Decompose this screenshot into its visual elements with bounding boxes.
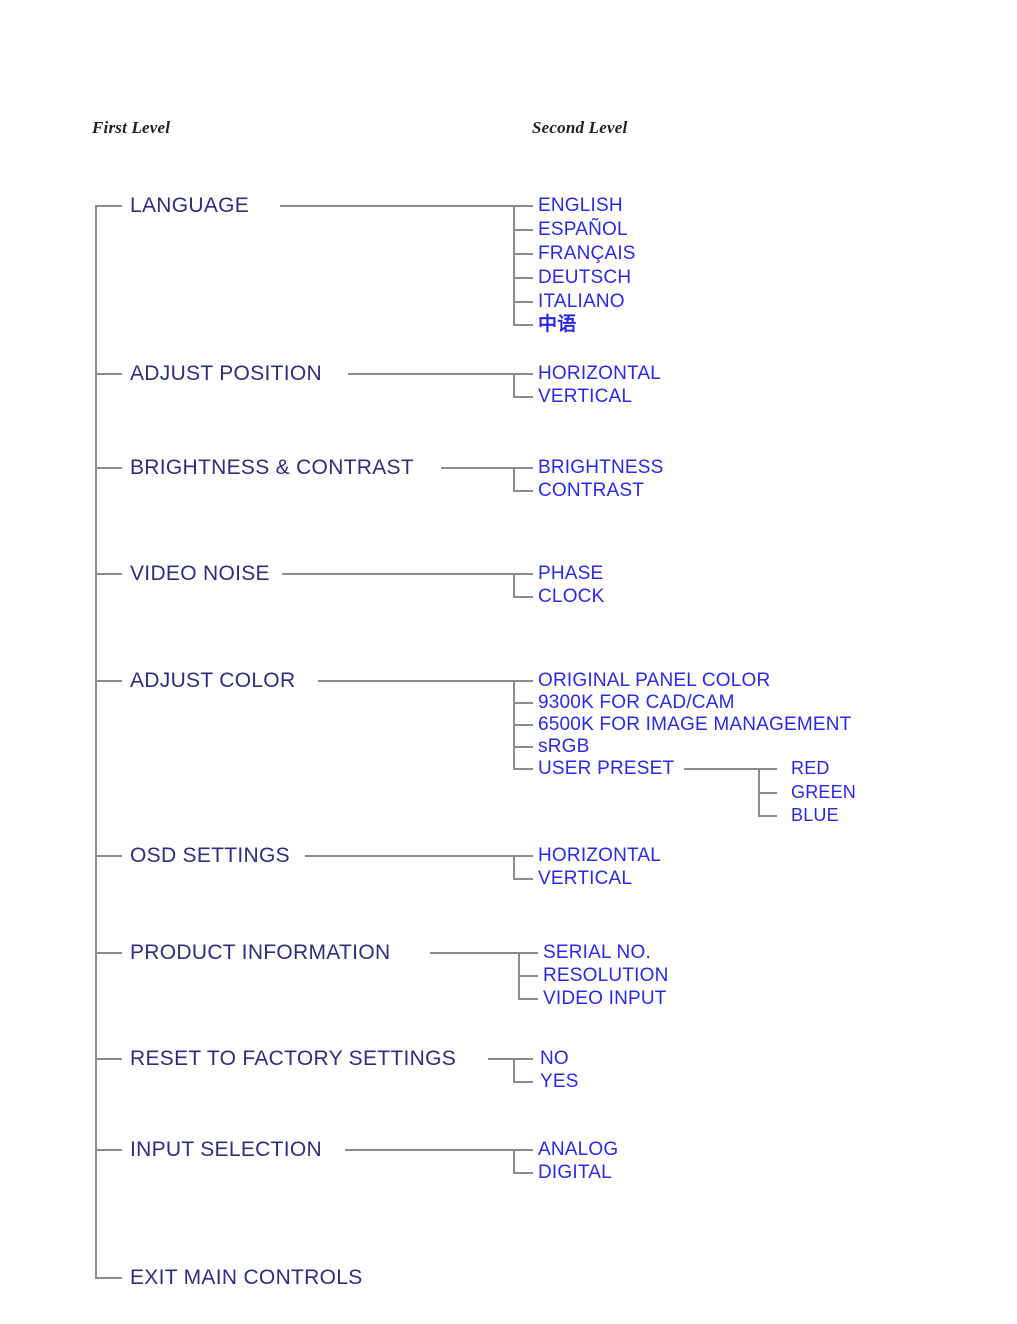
menu-item-6500k-image-management[interactable]: 6500K FOR IMAGE MANAGEMENT [538,714,852,735]
menu-item-blue[interactable]: BLUE [791,805,839,825]
connector-language [280,205,514,207]
menu-item-brightness[interactable]: BRIGHTNESS [538,457,664,478]
branch-stub-espanol [513,229,533,231]
menu-item-9300k-cad-cam[interactable]: 9300K FOR CAD/CAM [538,692,735,713]
branch-stub-video-input [518,998,538,1000]
branch-stub-chinese [513,324,533,326]
branch-stub-contrast [513,490,533,492]
menu-item-francais[interactable]: FRANÇAIS [538,243,636,264]
trunk-stub-exit-main-controls [95,1277,122,1279]
menu-item-language[interactable]: LANGUAGE [130,194,250,217]
branch-vertical-language [513,205,515,324]
menu-item-serial-no[interactable]: SERIAL NO. [543,942,651,963]
branch-stub-user-preset [513,768,533,770]
connector-osd-settings [305,855,514,857]
branch-stub-english [513,205,533,207]
menu-item-osd-vertical[interactable]: VERTICAL [538,868,633,889]
menu-item-chinese[interactable]: 中语 [538,314,577,335]
branch-stub-yes [513,1081,533,1083]
menu-item-yes[interactable]: YES [540,1071,579,1092]
trunk-stub-reset-factory [95,1058,122,1060]
branch-stub-resolution [518,975,538,977]
trunk-vertical-line [95,206,97,1278]
branch-vertical-osd-settings [513,855,515,879]
branch-vertical-brightness-contrast [513,467,515,491]
menu-item-no[interactable]: NO [540,1048,569,1069]
branch-stub-6500k [513,724,533,726]
menu-item-input-selection[interactable]: INPUT SELECTION [130,1138,322,1161]
branch-vertical-input-selection [513,1149,515,1173]
connector-input-selection [345,1149,514,1151]
branch-stub-osd-vertical [513,878,533,880]
menu-item-deutsch[interactable]: DEUTSCH [538,267,632,288]
menu-item-resolution[interactable]: RESOLUTION [543,965,669,986]
trunk-stub-language [95,205,122,207]
menu-item-red[interactable]: RED [791,758,830,778]
branch-stub-brightness [513,467,533,469]
menu-item-user-preset[interactable]: USER PRESET [538,758,675,779]
branch-stub-deutsch [513,277,533,279]
menu-item-adjust-color[interactable]: ADJUST COLOR [130,669,296,692]
menu-item-product-information[interactable]: PRODUCT INFORMATION [130,941,391,964]
menu-item-analog[interactable]: ANALOG [538,1139,619,1160]
menu-item-srgb[interactable]: sRGB [538,736,590,757]
column-header-first-level: First Level [92,118,171,137]
branch-stub-no [513,1058,533,1060]
branch-stub-blue [758,815,777,817]
column-header-second-level: Second Level [532,118,628,137]
branch-stub-red [758,768,777,770]
menu-item-video-noise[interactable]: VIDEO NOISE [130,562,270,585]
menu-item-video-input[interactable]: VIDEO INPUT [543,988,667,1009]
menu-item-phase[interactable]: PHASE [538,563,604,584]
connector-brightness-contrast [441,467,514,469]
branch-stub-phase [513,573,533,575]
connector-reset-factory [488,1058,514,1060]
branch-stub-francais [513,253,533,255]
branch-vertical-video-noise [513,573,515,597]
branch-stub-9300k [513,702,533,704]
menu-item-position-vertical[interactable]: VERTICAL [538,386,633,407]
trunk-stub-brightness-contrast [95,467,122,469]
branch-stub-italiano [513,301,533,303]
branch-stub-srgb [513,746,533,748]
branch-stub-digital [513,1172,533,1174]
menu-item-clock[interactable]: CLOCK [538,586,605,607]
trunk-stub-osd-settings [95,855,122,857]
branch-stub-original-panel-color [513,680,533,682]
branch-vertical-reset-factory [513,1058,515,1082]
menu-item-brightness-contrast[interactable]: BRIGHTNESS & CONTRAST [130,456,414,479]
branch-stub-analog [513,1149,533,1151]
trunk-stub-adjust-position [95,373,122,375]
trunk-stub-product-information [95,952,122,954]
trunk-stub-adjust-color [95,680,122,682]
menu-item-reset-to-factory-settings[interactable]: RESET TO FACTORY SETTINGS [130,1047,457,1070]
connector-video-noise [282,573,514,575]
menu-item-original-panel-color[interactable]: ORIGINAL PANEL COLOR [538,670,771,691]
branch-stub-position-horizontal [513,373,533,375]
menu-item-osd-horizontal[interactable]: HORIZONTAL [538,845,662,866]
branch-stub-position-vertical [513,396,533,398]
branch-stub-serial-no [518,952,538,954]
branch-vertical-adjust-position [513,373,515,397]
menu-item-italiano[interactable]: ITALIANO [538,291,625,312]
menu-item-espanol[interactable]: ESPAÑOL [538,219,628,240]
trunk-stub-video-noise [95,573,122,575]
branch-stub-clock [513,596,533,598]
connector-adjust-position [348,373,514,375]
connector-product-information [430,952,519,954]
menu-item-osd-settings[interactable]: OSD SETTINGS [130,844,290,867]
connector-user-preset [684,768,759,770]
menu-item-green[interactable]: GREEN [791,782,857,802]
branch-stub-osd-horizontal [513,855,533,857]
trunk-stub-input-selection [95,1149,122,1151]
menu-item-digital[interactable]: DIGITAL [538,1162,612,1183]
menu-item-exit-main-controls[interactable]: EXIT MAIN CONTROLS [130,1266,363,1289]
branch-stub-green [758,792,777,794]
connector-adjust-color [318,680,514,682]
menu-item-adjust-position[interactable]: ADJUST POSITION [130,362,322,385]
menu-item-position-horizontal[interactable]: HORIZONTAL [538,363,662,384]
menu-item-english[interactable]: ENGLISH [538,195,623,216]
menu-item-contrast[interactable]: CONTRAST [538,480,645,501]
